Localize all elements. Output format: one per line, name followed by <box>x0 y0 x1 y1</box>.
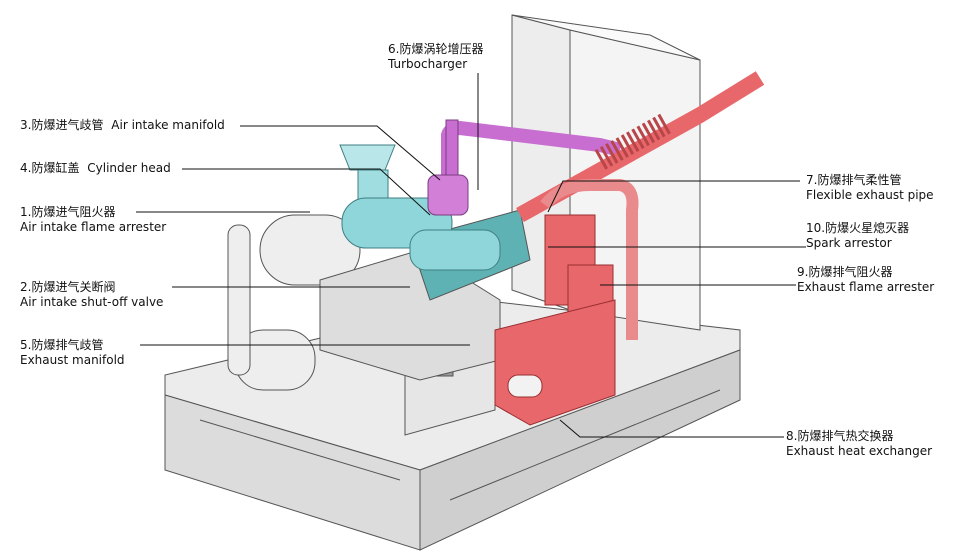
leader-cylinder-head <box>182 168 431 216</box>
callout-exhaust-flame-arrester: 9.防爆排气阻火器 Exhaust flame arrester <box>797 265 934 295</box>
callout-zh: 8.防爆排气热交换器 <box>786 429 894 443</box>
callout-en: Exhaust flame arrester <box>797 280 935 294</box>
callout-air-intake-shut-off-valve: 2.防爆进气关断阀 Air intake shut-off valve <box>20 280 163 310</box>
callout-en: Air intake manifold <box>111 118 225 132</box>
leader-exhaust-heat-exchanger <box>559 419 784 438</box>
callout-air-intake-flame-arrester: 1.防爆进气阻火器 Air intake flame arrester <box>20 205 166 235</box>
callout-cylinder-head: 4.防爆缸盖 Cylinder head <box>20 161 171 176</box>
callout-en: Flexible exhaust pipe <box>806 188 934 202</box>
callout-en: Turbocharger <box>388 57 468 71</box>
callout-en: Exhaust heat exchanger <box>786 444 933 458</box>
callout-exhaust-heat-exchanger: 8.防爆排气热交换器 Exhaust heat exchanger <box>786 429 932 459</box>
callout-zh: 7.防爆排气柔性管 <box>806 173 902 187</box>
callout-zh: 3.防爆进气歧管 <box>20 118 104 132</box>
callout-zh: 1.防爆进气阻火器 <box>20 205 116 219</box>
callout-flexible-exhaust-pipe: 7.防爆排气柔性管 Flexible exhaust pipe <box>806 173 934 203</box>
callout-turbocharger: 6.防爆涡轮增压器 Turbocharger <box>388 42 483 72</box>
callout-en: Exhaust manifold <box>20 353 125 367</box>
callout-spark-arrestor: 10.防爆火星熄灭器 Spark arrestor <box>806 221 909 251</box>
callout-zh: 9.防爆排气阻火器 <box>797 265 893 279</box>
callout-air-intake-manifold: 3.防爆进气歧管 Air intake manifold <box>20 118 225 133</box>
callout-en: Air intake flame arrester <box>20 220 167 234</box>
callout-exhaust-manifold: 5.防爆排气歧管 Exhaust manifold <box>20 338 125 368</box>
callout-zh: 10.防爆火星熄灭器 <box>806 221 910 235</box>
leader-lines <box>136 73 806 438</box>
leader-flexible-exhaust-pipe <box>547 180 800 213</box>
callout-zh: 6.防爆涡轮增压器 <box>388 42 484 56</box>
callout-zh: 2.防爆进气关断阀 <box>20 280 116 294</box>
callout-zh: 5.防爆排气歧管 <box>20 338 104 352</box>
exhaust-system <box>494 71 765 426</box>
leader-air-intake-manifold <box>240 125 441 181</box>
callout-zh: 4.防爆缸盖 <box>20 161 80 175</box>
turbo-pipe <box>427 119 622 216</box>
callout-en: Air intake shut-off valve <box>20 295 164 309</box>
intake-manifold <box>339 144 501 271</box>
callout-en: Cylinder head <box>87 161 171 175</box>
callout-en: Spark arrestor <box>806 236 892 250</box>
